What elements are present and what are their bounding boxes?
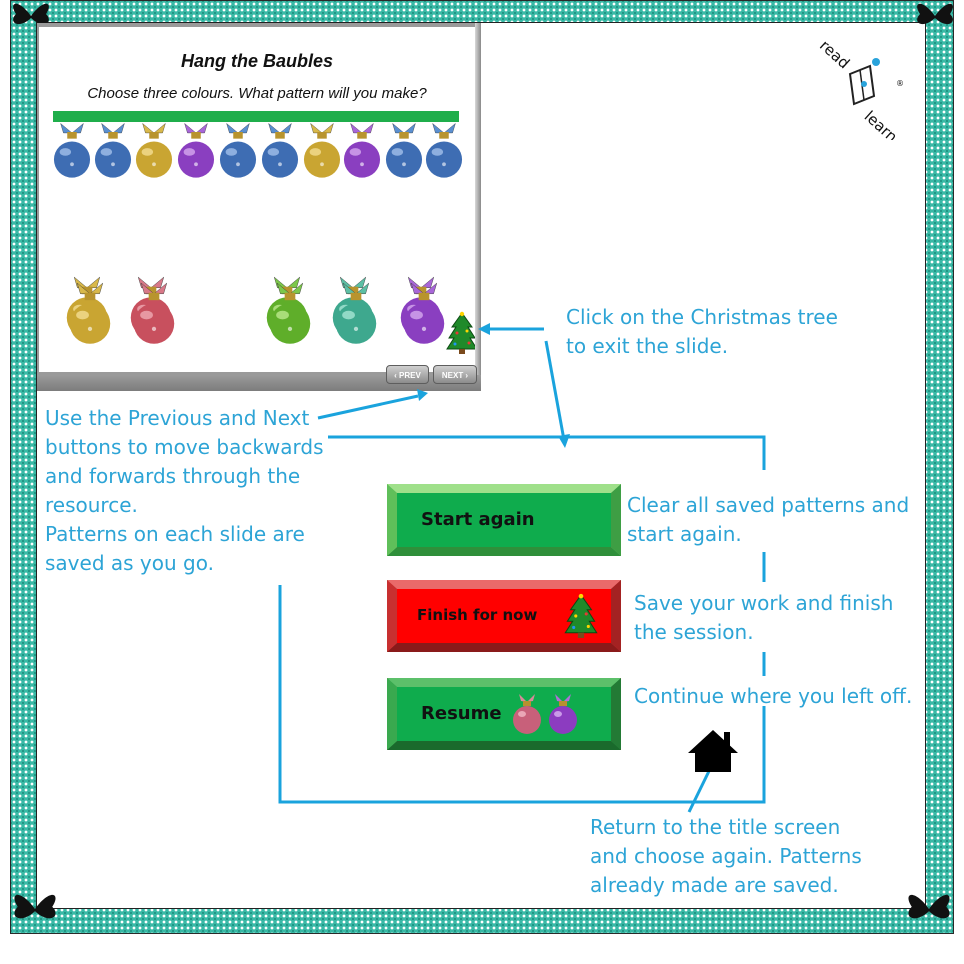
slide-title: Hang the Baubles — [180, 51, 334, 71]
blue-bauble-icon[interactable] — [261, 121, 299, 186]
butterfly-icon — [912, 0, 958, 36]
home-callout: Return to the title screen and choose ag… — [590, 813, 862, 900]
resume-callout: Continue where you left off. — [634, 682, 912, 711]
callout-text: to exit the slide. — [566, 334, 729, 358]
callout-text: Clear all saved patterns and — [627, 493, 910, 517]
callout-text: start again. — [627, 522, 742, 546]
blue-bauble-icon[interactable] — [94, 121, 132, 186]
gold-bauble-icon[interactable] — [303, 121, 341, 186]
teal-bauble-stack-icon[interactable] — [334, 281, 378, 352]
purple-bauble-icon[interactable] — [343, 121, 381, 186]
christmas-tree-icon — [563, 593, 599, 639]
slide-canvas: Hang the Baubles Choose three colours. W… — [39, 27, 478, 372]
butterfly-icon — [8, 0, 54, 36]
start-again-callout: Clear all saved patterns and start again… — [627, 491, 909, 549]
blue-bauble-icon[interactable] — [219, 121, 257, 186]
gold-bauble-stack-icon[interactable] — [68, 281, 112, 352]
blue-bauble-icon[interactable] — [425, 121, 463, 186]
purple-bauble-stack-icon[interactable] — [402, 281, 446, 352]
start-again-label: Start again — [421, 509, 535, 530]
callout-text: and choose again. Patterns — [590, 844, 862, 868]
home-icon[interactable] — [688, 728, 738, 774]
butterfly-icon — [900, 886, 958, 932]
blue-bauble-icon[interactable] — [385, 121, 423, 186]
slide-instructions: Choose three colours. What pattern will … — [87, 85, 427, 102]
callout-text: Patterns on each slide are — [45, 522, 305, 546]
callout-text: Continue where you left off. — [634, 684, 913, 708]
finish-for-now-label: Finish for now — [417, 606, 538, 624]
callout-text: buttons to move backwards — [45, 435, 324, 459]
purple-bauble-icon — [547, 692, 579, 736]
finish-callout: Save your work and finish the session. — [634, 589, 893, 647]
slide-toolbar — [37, 375, 481, 391]
hanging-rail — [53, 111, 459, 122]
slide-scrollbar — [475, 23, 481, 375]
green-bauble-stack-icon[interactable] — [268, 281, 312, 352]
callout-text: Return to the title screen — [590, 815, 841, 839]
svg-text:learn: learn — [861, 107, 901, 140]
callout-text: and forwards through the — [45, 464, 301, 488]
callout-text: saved as you go. — [45, 551, 214, 575]
resume-label: Resume — [421, 703, 502, 724]
blue-bauble-icon[interactable] — [53, 121, 91, 186]
purple-bauble-icon[interactable] — [177, 121, 215, 186]
callout-text: Use the Previous and Next — [45, 406, 310, 430]
callout-text: the session. — [634, 620, 754, 644]
callout-text: already made are saved. — [590, 873, 839, 897]
butterfly-icon — [6, 886, 64, 932]
svg-text:read: read — [816, 40, 853, 72]
resume-button[interactable]: Resume — [387, 678, 621, 750]
prev-button[interactable]: ‹ PREV — [386, 365, 429, 384]
finish-for-now-button[interactable]: Finish for now — [387, 580, 621, 652]
gold-bauble-icon[interactable] — [135, 121, 173, 186]
readlearn-logo: read learn ® — [812, 36, 910, 146]
next-button[interactable]: NEXT › — [433, 365, 477, 384]
pink-bauble-icon — [511, 692, 543, 736]
slide-preview: Hang the Baubles Choose three colours. W… — [37, 23, 481, 391]
red-bauble-stack-icon[interactable] — [132, 281, 176, 352]
callout-text: Save your work and finish — [634, 591, 894, 615]
start-again-button[interactable]: Start again — [387, 484, 621, 556]
tree-callout: Click on the Christmas tree to exit the … — [566, 303, 838, 361]
registered-mark: ® — [896, 79, 904, 88]
callout-text: Click on the Christmas tree — [566, 305, 838, 329]
christmas-tree-exit-icon[interactable] — [445, 311, 479, 355]
navigation-callout: Use the Previous and Next buttons to mov… — [45, 404, 324, 578]
callout-text: resource. — [45, 493, 138, 517]
